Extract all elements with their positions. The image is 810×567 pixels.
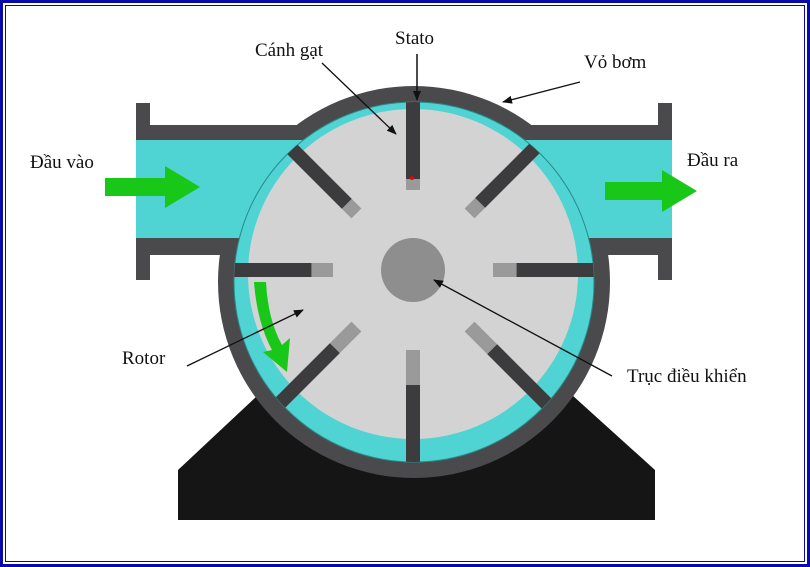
label-drive-shaft: Trục điều khiển (627, 366, 747, 387)
vane-leader (321, 62, 397, 135)
vane (271, 343, 340, 412)
label-rotor: Rotor (122, 348, 166, 369)
inlet-flow-arrow-icon (105, 166, 200, 208)
rotor-leader (186, 309, 304, 367)
vane (406, 384, 420, 462)
vane (516, 263, 594, 277)
vane (475, 139, 544, 208)
label-inlet: Đầu vào (30, 152, 94, 173)
label-outlet: Đầu ra (687, 150, 739, 171)
label-housing: Vỏ bơm (584, 52, 647, 73)
drive-shaft (381, 238, 445, 302)
housing-leader (502, 81, 581, 104)
vane (487, 344, 556, 413)
vane (406, 102, 420, 180)
label-stator: Stato (395, 28, 434, 49)
shaft-leader (433, 279, 613, 377)
vane-marker-dot (410, 176, 414, 180)
rotation-arrow-icon (254, 282, 290, 372)
label-vane: Cánh gạt (255, 40, 324, 61)
outlet-flow-arrow-icon (605, 170, 697, 212)
vane (283, 140, 352, 209)
vane (234, 263, 312, 277)
vanes (234, 102, 594, 462)
